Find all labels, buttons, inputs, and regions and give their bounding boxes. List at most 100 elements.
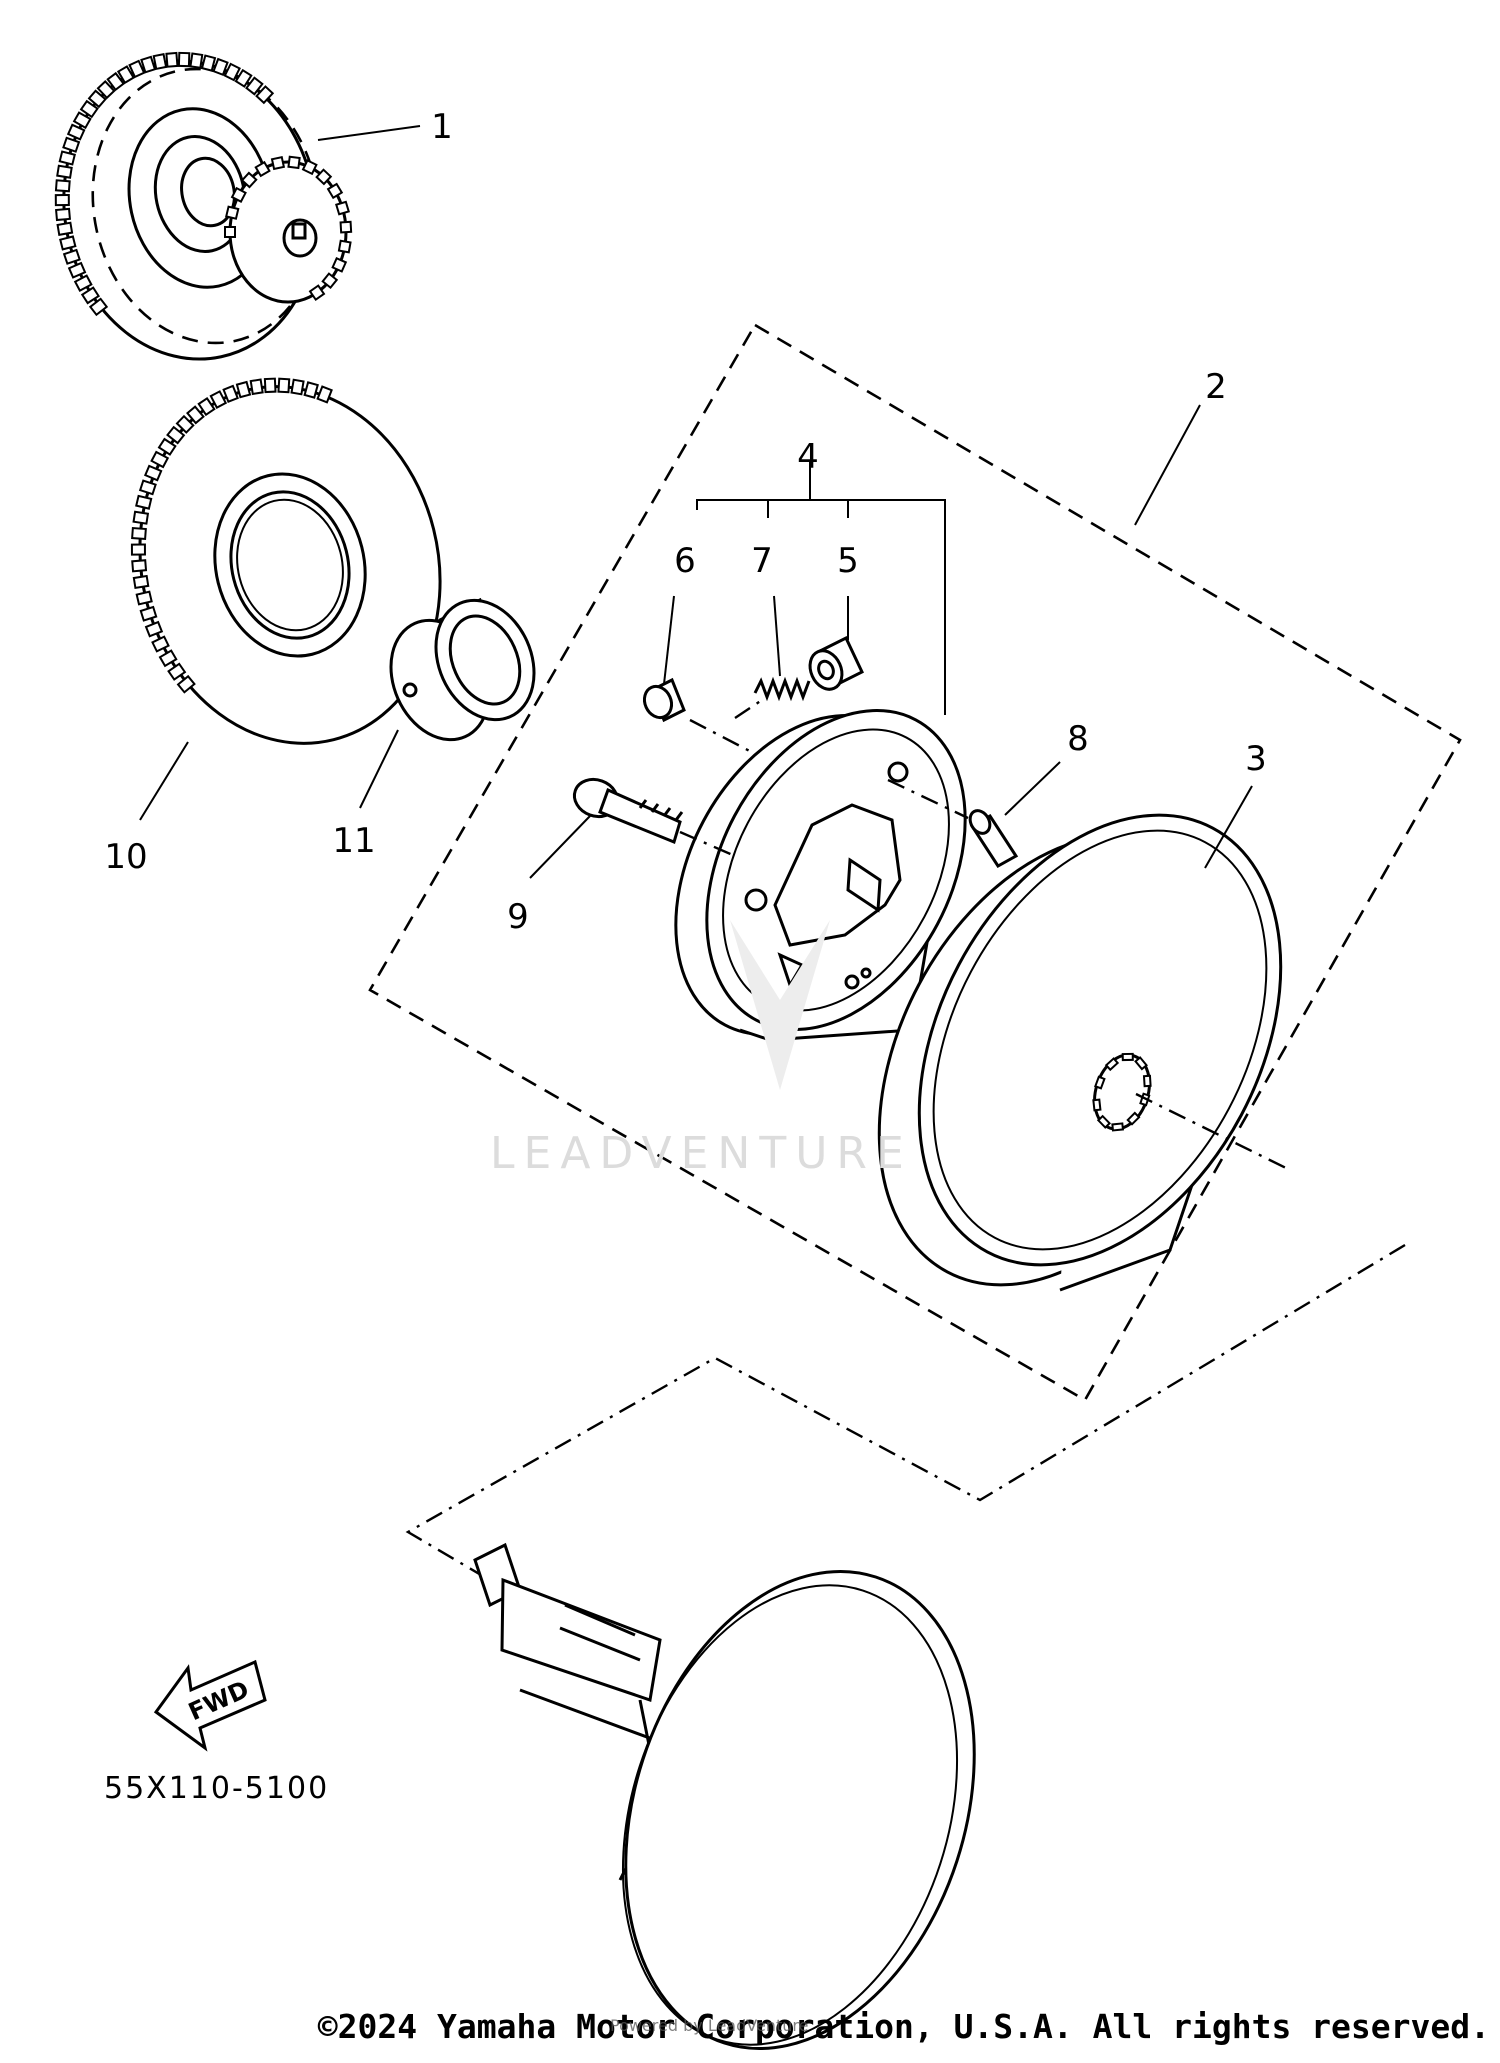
fwd-arrow-icon: FWD bbox=[153, 1659, 267, 1752]
gear-tooth bbox=[197, 396, 216, 417]
gear-tooth bbox=[166, 425, 186, 445]
gear-tooth bbox=[96, 80, 116, 100]
gear-tooth bbox=[150, 450, 170, 469]
part-8-pin[interactable] bbox=[966, 807, 1019, 868]
gear-tooth bbox=[56, 164, 73, 179]
part-7-spring[interactable] bbox=[753, 676, 811, 702]
gear-tooth bbox=[222, 384, 239, 404]
gear-tooth bbox=[326, 182, 344, 200]
part-11-bushing[interactable] bbox=[373, 585, 552, 756]
gear-tooth bbox=[151, 635, 170, 653]
gear-tooth bbox=[73, 274, 93, 292]
label-10: 10 bbox=[104, 837, 147, 877]
leader-10 bbox=[139, 741, 189, 821]
gear-tooth bbox=[152, 52, 168, 71]
gear-tooth bbox=[1134, 1056, 1148, 1071]
gear-tooth bbox=[144, 620, 164, 638]
part-3-clutch-outer[interactable] bbox=[806, 753, 1354, 1347]
gear-tooth bbox=[62, 136, 81, 153]
label-2: 2 bbox=[1205, 367, 1227, 407]
gear-tooth bbox=[189, 52, 204, 69]
gear-tooth bbox=[301, 159, 318, 176]
part-1-starter-gear[interactable] bbox=[37, 37, 353, 382]
gear-tooth bbox=[315, 168, 333, 186]
gear-tooth bbox=[331, 256, 348, 273]
gear-tooth bbox=[308, 284, 326, 301]
gear-tooth bbox=[255, 85, 275, 105]
label-7: 7 bbox=[751, 541, 773, 581]
gear-tooth bbox=[177, 51, 191, 68]
gear-tooth bbox=[321, 272, 339, 290]
gear-tooth bbox=[209, 390, 228, 409]
gear-tooth bbox=[200, 54, 217, 72]
crankshaft bbox=[473, 1542, 976, 2051]
gear-tooth bbox=[143, 464, 163, 482]
label-3: 3 bbox=[1245, 739, 1267, 779]
gear-tooth bbox=[165, 51, 179, 68]
gear-tooth bbox=[157, 437, 177, 456]
gear-tooth bbox=[1111, 1122, 1125, 1132]
part-9-bolt[interactable] bbox=[569, 774, 684, 845]
leader-11 bbox=[359, 729, 399, 809]
label-8: 8 bbox=[1067, 719, 1089, 759]
gear-tooth bbox=[316, 385, 333, 404]
label-4: 4 bbox=[797, 437, 819, 477]
leader-3 bbox=[1204, 785, 1253, 869]
gear-tooth bbox=[55, 207, 71, 222]
gear-tooth bbox=[58, 150, 76, 166]
part-5-plunger[interactable] bbox=[804, 635, 864, 694]
gear-tooth bbox=[339, 220, 353, 234]
gear-tooth bbox=[1096, 1114, 1111, 1129]
gear-tooth bbox=[270, 155, 286, 171]
copyright-notice: ©2024 Yamaha Motor Corporation, U.S.A. A… bbox=[317, 2007, 1490, 2046]
label-5: 5 bbox=[837, 541, 859, 581]
gear-tooth bbox=[135, 590, 153, 606]
leader-8 bbox=[1004, 761, 1061, 816]
gear-tooth bbox=[224, 226, 236, 238]
gear-tooth bbox=[158, 649, 178, 668]
gear-tooth bbox=[132, 510, 150, 525]
gear-tooth bbox=[88, 297, 109, 317]
gear-tooth bbox=[139, 605, 158, 622]
gear-tooth bbox=[235, 380, 252, 399]
gear-tooth bbox=[116, 65, 135, 85]
label-11: 11 bbox=[332, 821, 375, 861]
gear-tooth bbox=[245, 76, 264, 96]
part-6-roller[interactable] bbox=[640, 677, 686, 723]
gear-tooth bbox=[59, 235, 77, 251]
gear-tooth bbox=[1094, 1075, 1106, 1090]
gear-tooth bbox=[106, 71, 125, 92]
gear-tooth bbox=[186, 405, 205, 425]
gear-tooth bbox=[54, 179, 71, 193]
gear-tooth bbox=[225, 205, 240, 220]
gear-tooth bbox=[167, 662, 187, 681]
gear-tooth bbox=[290, 378, 305, 396]
gear-tooth bbox=[130, 543, 146, 556]
gear-tooth bbox=[335, 200, 350, 216]
gear-tooth bbox=[277, 377, 291, 394]
assembly-line-crank bbox=[405, 1243, 1406, 1594]
watermark-text: LEADVENTURE bbox=[490, 1128, 913, 1179]
gear-tooth bbox=[337, 239, 352, 254]
gear-tooth bbox=[135, 494, 153, 510]
leader-1 bbox=[317, 125, 421, 141]
label-9: 9 bbox=[507, 897, 529, 937]
gear-tooth bbox=[303, 381, 319, 399]
gear-tooth bbox=[56, 221, 74, 236]
gear-tooth bbox=[175, 414, 195, 434]
label-1: 1 bbox=[431, 107, 453, 147]
label-6: 6 bbox=[674, 541, 696, 581]
leader-9 bbox=[529, 815, 591, 879]
gear-tooth bbox=[62, 248, 81, 265]
gear-tooth bbox=[128, 59, 146, 79]
powered-by-caption: Powered by LeadVenture bbox=[610, 2016, 809, 2035]
part-10-idler-gear[interactable] bbox=[103, 355, 477, 776]
gear-tooth bbox=[80, 286, 100, 305]
gear-tooth bbox=[79, 99, 99, 119]
bracket-4 bbox=[696, 499, 946, 715]
gear-tooth bbox=[138, 479, 157, 496]
leader-2 bbox=[1134, 404, 1201, 526]
gear-tooth bbox=[54, 194, 70, 207]
